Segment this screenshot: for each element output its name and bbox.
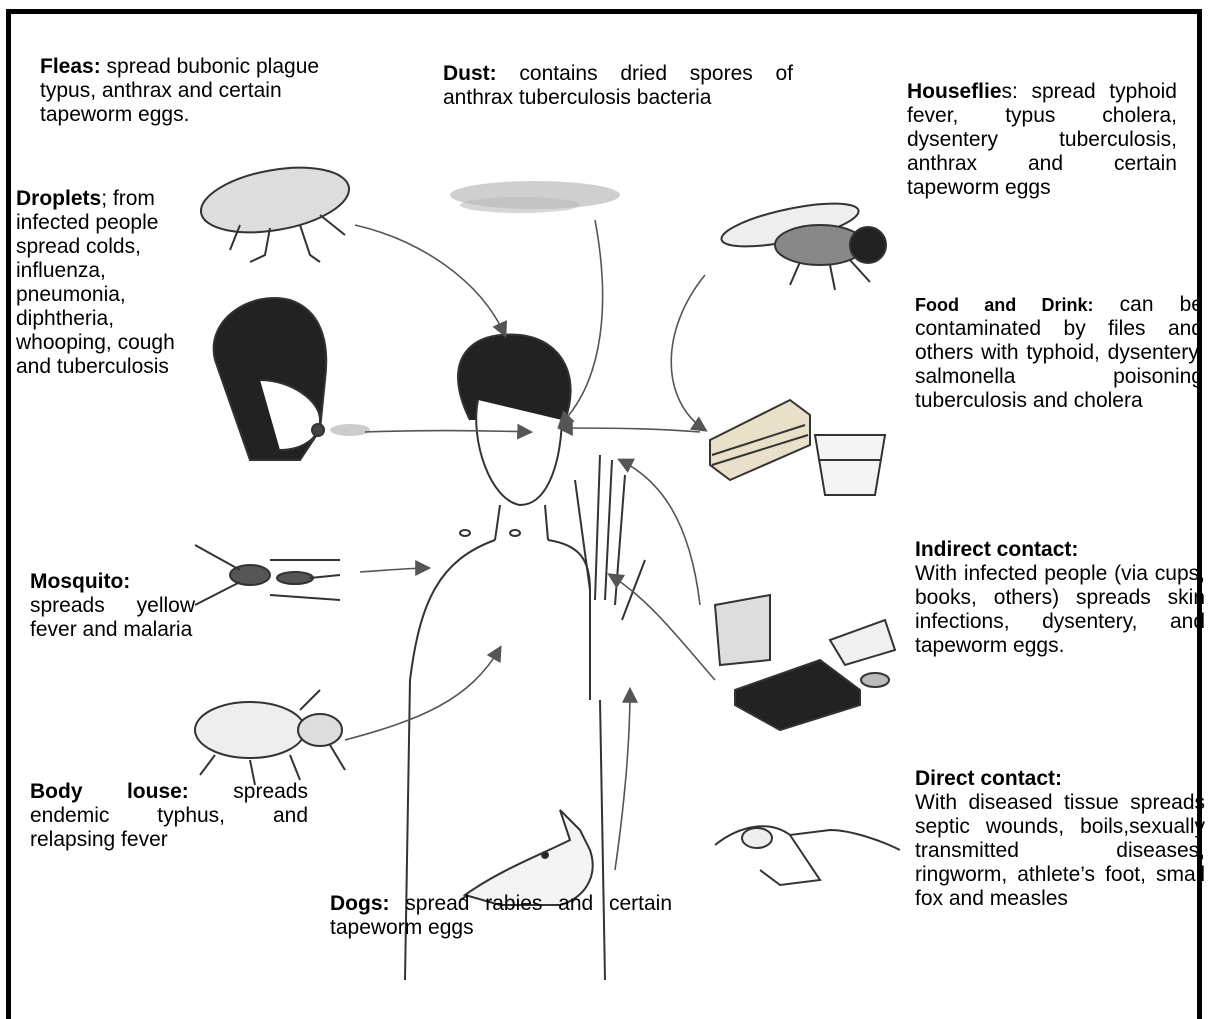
- dog-figure: [460, 810, 593, 905]
- label-droplets: Droplets; from infected people spread co…: [16, 187, 191, 379]
- label-indirect-contact-text: With infected people (via cups, books, o…: [915, 562, 1205, 657]
- label-houseflies-suffix: s:: [1002, 80, 1018, 103]
- flea-figure: [196, 157, 354, 262]
- label-indirect-contact-name: Indirect contact:: [915, 538, 1205, 562]
- label-direct-contact-text: With diseased tissue spreads septic woun…: [915, 791, 1205, 910]
- label-dogs: Dogs: spread rabies and certain tapeworm…: [330, 892, 672, 940]
- label-indirect-contact: Indirect contact: With infected people (…: [915, 538, 1205, 658]
- label-fleas: Fleas: spread bubonic plague typus, anth…: [40, 55, 360, 127]
- label-direct-contact-name: Direct contact:: [915, 767, 1205, 791]
- label-food-drink: Food and Drink: can be contaminated by f…: [915, 293, 1203, 413]
- label-food-drink-name: Food and Drink:: [915, 295, 1094, 315]
- label-dogs-name: Dogs:: [330, 892, 390, 915]
- label-mosquito: Mosquito: spreads yellow fever and malar…: [30, 570, 195, 642]
- transmission-arrows: [345, 220, 715, 870]
- housefly-figure: [718, 195, 886, 290]
- label-body-louse-name: Body louse:: [30, 780, 189, 803]
- bandaged-hand-figure: [715, 826, 900, 885]
- label-body-louse: Body louse: spreads endemic typhus, and …: [30, 780, 308, 852]
- label-direct-contact: Direct contact: With diseased tissue spr…: [915, 767, 1205, 911]
- label-dust-name: Dust:: [443, 62, 497, 85]
- cup-book-figure: [715, 595, 895, 730]
- label-fleas-name: Fleas:: [40, 55, 101, 78]
- label-mosquito-name: Mosquito:: [30, 570, 195, 594]
- label-droplets-text: from infected people spread colds, influ…: [16, 187, 175, 378]
- label-droplets-suffix: ;: [101, 187, 107, 210]
- label-houseflies: Houseflies: spread typhoid fever, typus …: [907, 80, 1177, 200]
- coughing-person-figure: [214, 298, 370, 460]
- label-mosquito-text: spreads yellow fever and malaria: [30, 594, 195, 641]
- dust-cloud: [450, 181, 620, 213]
- label-droplets-name: Droplets: [16, 187, 101, 210]
- label-dust: Dust: contains dried spores of anthrax t…: [443, 62, 793, 110]
- label-houseflies-name: Housefl: [907, 80, 984, 103]
- label-houseflies-name2: ie: [984, 80, 1002, 103]
- sandwich-and-glass-figure: [710, 400, 885, 495]
- body-louse-figure: [195, 690, 345, 785]
- mosquito-figure: [195, 545, 340, 605]
